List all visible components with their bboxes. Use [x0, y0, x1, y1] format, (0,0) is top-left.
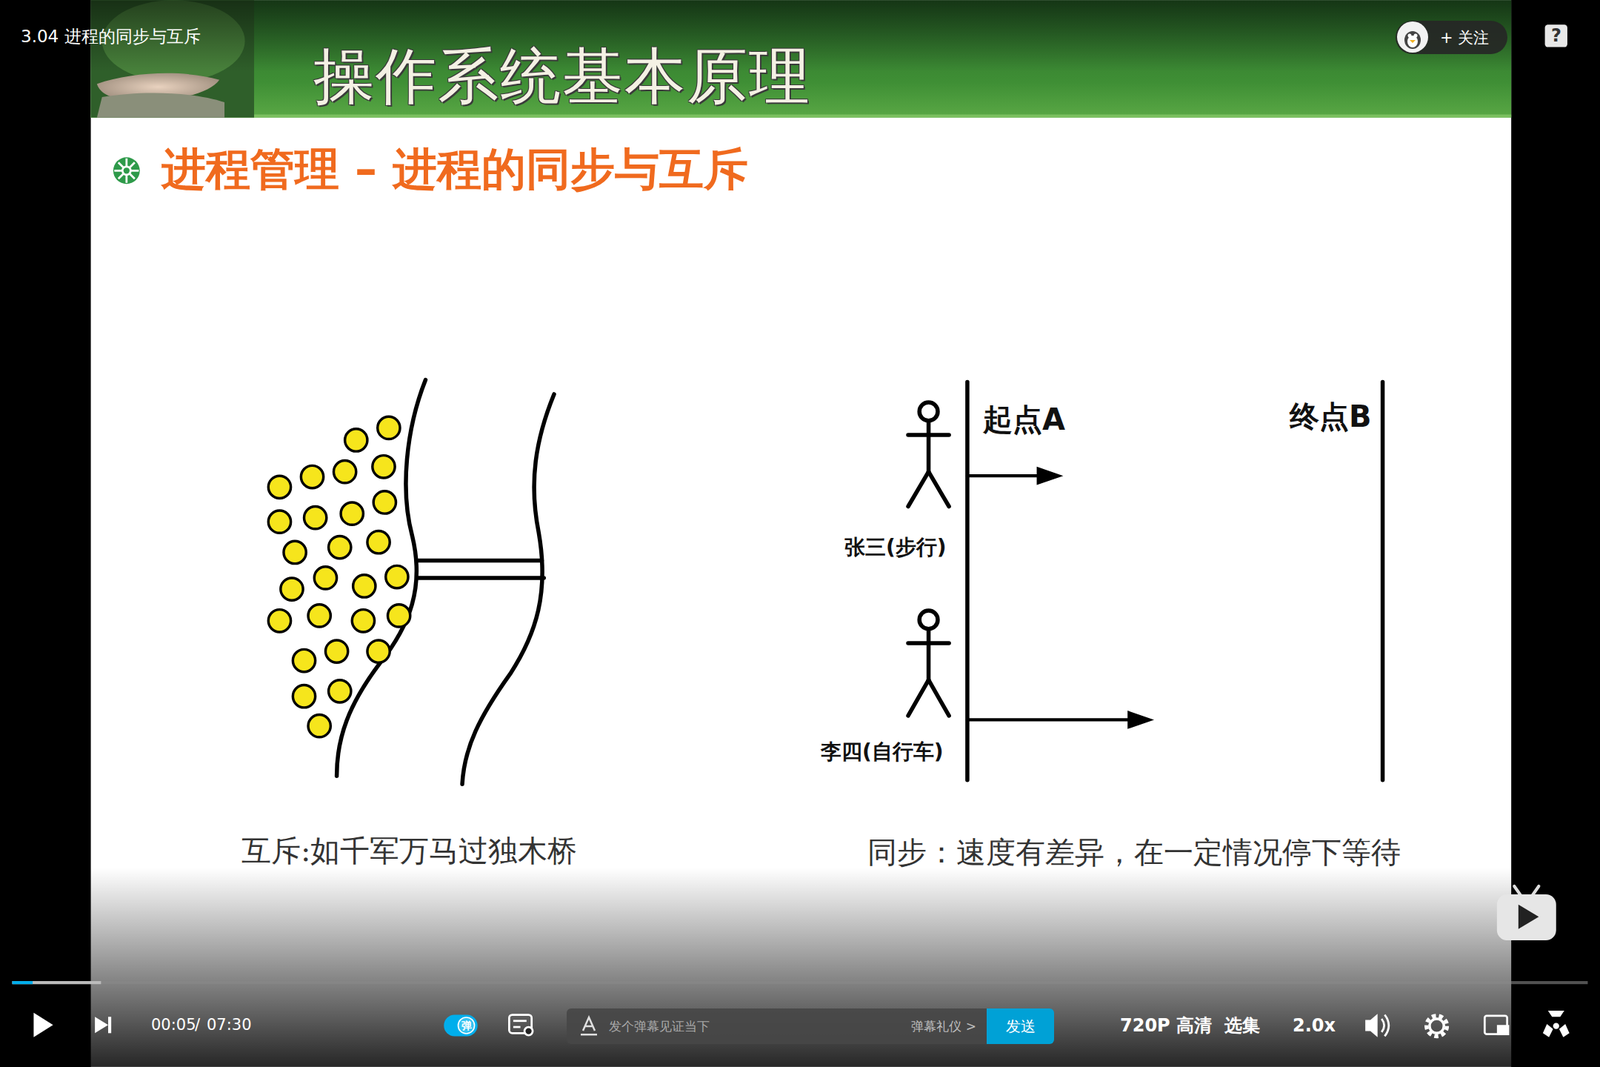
quality-button: 720P 高清	[1120, 1014, 1212, 1037]
progress-buffer	[12, 980, 102, 984]
send-button: 发送	[986, 1008, 1055, 1044]
avatar-image	[1396, 20, 1429, 54]
cyclist-label: 李四(自行车)	[820, 739, 944, 765]
end-label: 终点B	[1289, 398, 1372, 435]
node-text: 发个弹幕见证当下	[608, 1017, 710, 1035]
danmaku-settings-icon	[508, 1014, 533, 1036]
danmaku-toggle	[443, 1014, 478, 1037]
progress-track	[12, 980, 1589, 984]
text-style-icon	[578, 1014, 600, 1038]
section-heading: 进程管理 – 进程的同步与互斥	[161, 142, 749, 196]
total-time: 07:30	[206, 1015, 252, 1035]
settings-icon	[1426, 1015, 1448, 1037]
crowd-dots	[268, 416, 410, 738]
bullet-symbol	[113, 157, 140, 184]
node-text: 发送	[1005, 1016, 1036, 1037]
slide-title: 操作系统基本原理	[313, 40, 812, 113]
help-mark: ?	[1551, 25, 1562, 47]
node-text: + 关注	[1440, 27, 1489, 49]
bilibili-tv-icon	[1497, 885, 1557, 940]
arrow-head	[1037, 466, 1064, 486]
walker-label: 张三(步行)	[844, 534, 947, 560]
time-separator: /	[194, 1015, 200, 1035]
mutex-caption: 互斥:如千军万马过独木桥	[241, 832, 578, 869]
progress-played	[12, 980, 34, 984]
follow-button: + 关注	[1395, 20, 1508, 55]
node-subtext: 弹幕礼仪 >	[911, 1017, 977, 1035]
race-lines	[967, 381, 1383, 780]
river-bridge	[337, 380, 555, 785]
video-title: 3.04 进程的同步与互斥	[20, 26, 201, 48]
danmaku-input: 发个弹幕见证当下 弹幕礼仪 >	[566, 1008, 987, 1044]
controls-fade	[0, 867, 1600, 1067]
stick-figure	[908, 610, 949, 716]
next-icon	[94, 1016, 112, 1033]
current-time: 00:05	[151, 1015, 197, 1035]
pip-icon	[1484, 1015, 1509, 1035]
help-icon	[1545, 24, 1568, 47]
danmaku-glyph: 弹	[461, 1019, 472, 1032]
play-icon	[33, 1012, 53, 1038]
stick-figure	[908, 402, 949, 507]
sync-caption: 同步：速度有差异，在一定情况停下等待	[867, 834, 1401, 870]
start-label: 起点A	[982, 401, 1066, 438]
volume-icon	[1365, 1013, 1389, 1038]
episodes-button: 选集	[1224, 1014, 1260, 1037]
speed-button: 2.0x	[1292, 1014, 1336, 1037]
arrow-head	[1127, 710, 1155, 729]
fullscreen-icon	[1542, 1010, 1570, 1038]
